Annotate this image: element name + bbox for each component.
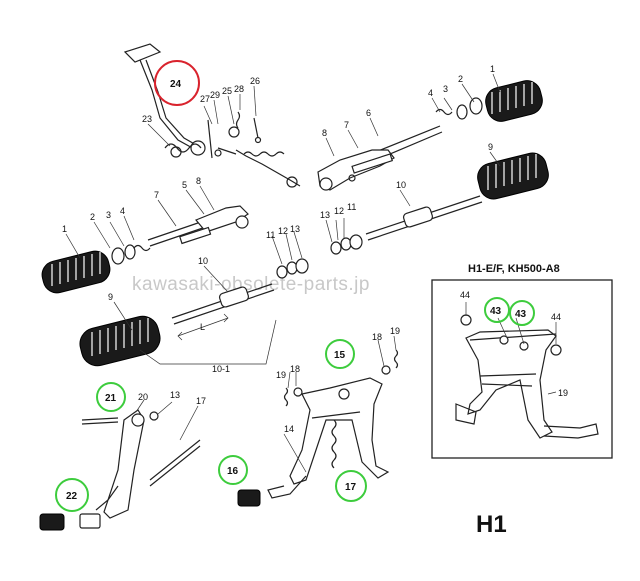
- callout-3: 3: [443, 84, 448, 94]
- callout-44: 44: [460, 290, 470, 300]
- callout-10-1: 10-1: [212, 364, 230, 374]
- side-stand-assembly: [39, 409, 201, 531]
- highlight-circle-24: [154, 60, 200, 106]
- callout-12: 12: [278, 226, 288, 236]
- left-footrest-assembly: L: [41, 205, 309, 367]
- inset-center-stand-panel: H1-E/F, KH500-A8: [431, 263, 613, 459]
- highlight-circle-21: [96, 382, 126, 412]
- callout-16: 16: [227, 466, 239, 477]
- watermark: kawasaki-obsolete-parts.jp: [132, 274, 370, 295]
- center-stand-spring: [331, 419, 337, 469]
- callout-2: 2: [90, 212, 95, 222]
- callout-28: 28: [234, 84, 244, 94]
- callout-4: 4: [428, 88, 433, 98]
- torsion-spring-23: [164, 143, 202, 153]
- callout-6: 6: [366, 108, 371, 118]
- callout-15: 15: [334, 350, 346, 361]
- callout-12: 12: [334, 206, 344, 216]
- callout-20: 20: [138, 392, 148, 402]
- callout-14: 14: [284, 424, 294, 434]
- brake-pedal-pad: [123, 43, 162, 63]
- callout-9: 9: [108, 292, 113, 302]
- callout-18: 18: [372, 332, 382, 342]
- highlight-circle-22: [55, 478, 89, 512]
- brake-pedal-arm: [139, 59, 199, 151]
- callout-17: 17: [196, 396, 206, 406]
- footrest-rubber-9-upper: [477, 152, 549, 200]
- side-stand-rubber-22: [39, 513, 65, 531]
- callout-10: 10: [198, 256, 208, 266]
- callout-25: 25: [222, 86, 232, 96]
- center-stand-frame: [289, 377, 390, 485]
- callout-8: 8: [196, 176, 201, 186]
- callout-1: 1: [490, 64, 495, 74]
- callout-27: 27: [200, 94, 210, 104]
- callout-24: 24: [170, 79, 182, 90]
- callout-29: 29: [210, 90, 220, 100]
- callout-10: 10: [396, 180, 406, 190]
- callout-7: 7: [344, 120, 349, 130]
- callout-17: 17: [345, 482, 357, 493]
- callout-1: 1: [62, 224, 67, 234]
- highlight-circles: [55, 60, 535, 512]
- highlight-circle-15: [325, 339, 355, 369]
- highlight-circle-17: [335, 470, 367, 502]
- callout-11: 11: [347, 202, 356, 212]
- leader-lines: [65, 73, 557, 473]
- center-stand-rubber-16: [237, 489, 261, 507]
- callout-2: 2: [458, 74, 463, 84]
- callout-5: 5: [182, 180, 187, 190]
- callout-13: 13: [290, 224, 300, 234]
- callout-23: 23: [142, 114, 152, 124]
- inset-title: H1-E/F, KH500-A8: [468, 263, 560, 275]
- callout-18: 18: [290, 364, 300, 374]
- callout-13: 13: [170, 390, 180, 400]
- callout-13: 13: [320, 210, 330, 220]
- bracket-10-1: [139, 319, 277, 365]
- callout-8: 8: [322, 128, 327, 138]
- callout-19: 19: [390, 326, 400, 336]
- center-stand-assembly: [237, 349, 399, 507]
- side-stand-spring: [149, 439, 201, 487]
- footrest-rubber-9-left: [79, 315, 161, 367]
- upper-right-footrest-assembly: [317, 80, 549, 255]
- callout-4: 4: [120, 206, 125, 216]
- callout-9: 9: [488, 142, 493, 152]
- dimension-label-l: L: [200, 322, 205, 332]
- brake-rod: [217, 147, 301, 187]
- inset-center-stand: [465, 329, 557, 439]
- callout-43: 43: [490, 306, 502, 317]
- callout-44: 44: [551, 312, 561, 322]
- callout-3: 3: [106, 210, 111, 220]
- callout-21: 21: [105, 393, 117, 404]
- highlight-circle-43-right: [509, 300, 535, 326]
- brake-pedal-assembly: [123, 43, 301, 188]
- callout-26: 26: [250, 76, 260, 86]
- highlight-circle-16: [218, 455, 248, 485]
- callout-19: 19: [276, 370, 286, 380]
- page-label: H1: [476, 511, 507, 538]
- callout-43: 43: [515, 309, 527, 320]
- callout-11: 11: [266, 230, 275, 240]
- callout-numbers: 1 2 3 4 6 7 8 9 10 11 12 13 1 2 3 4 7 5 …: [62, 64, 568, 502]
- callout-19: 19: [558, 388, 568, 398]
- callout-22: 22: [66, 491, 78, 502]
- highlight-circle-43-left: [484, 297, 510, 323]
- callout-7: 7: [154, 190, 159, 200]
